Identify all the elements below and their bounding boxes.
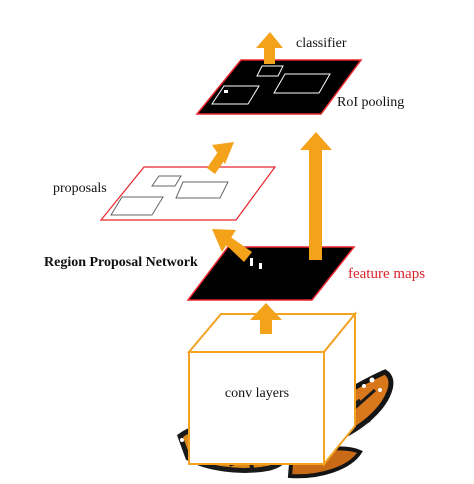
arrow-proposals-to-roi xyxy=(207,142,234,174)
proposals-label: proposals xyxy=(53,181,107,196)
classifier-label: classifier xyxy=(296,36,347,51)
conv-layers-box xyxy=(186,311,358,467)
arrow-conv-to-feature-maps xyxy=(250,303,282,334)
arrow-rpn xyxy=(212,229,252,262)
rpn-label: Region Proposal Network xyxy=(44,255,198,270)
arrow-to-classifier xyxy=(256,32,283,64)
feature-maps-label: feature maps xyxy=(348,266,425,282)
roi-pooling-label: RoI pooling xyxy=(337,95,404,110)
arrow-feature-maps-to-roi xyxy=(300,132,332,260)
roi-pooling-plane xyxy=(195,59,363,115)
feature-maps-plane xyxy=(186,246,356,301)
conv-layers-label: conv layers xyxy=(225,386,289,401)
proposals-plane xyxy=(99,166,277,221)
